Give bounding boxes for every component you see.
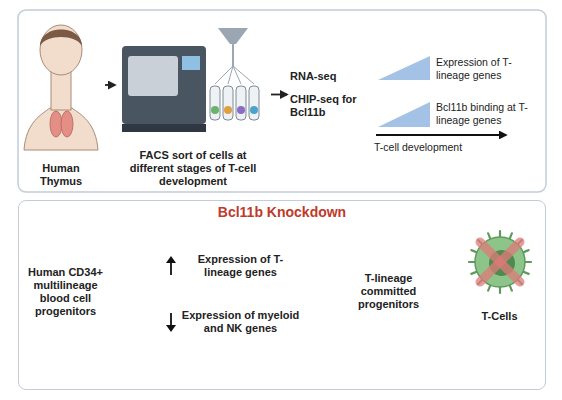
node-label: RNA-seq [290,70,366,83]
collection-tube [210,86,220,120]
node-label: FACS sort of cells at different stages o… [118,149,268,188]
sorter-body [122,46,206,124]
cross-stroke [480,242,520,282]
text-node: T-lineage committed progenitors [350,272,428,311]
illustrated-node: T-Cells [458,228,542,325]
cell-body [475,237,525,287]
cell-dot [237,106,245,114]
illustrated-node: Human Thymus [20,22,102,190]
stream [232,44,234,66]
arrow-stem [170,313,172,326]
binding-wedge [378,102,430,127]
sort-line [233,66,241,84]
text-node: Human CD34+ multilineage blood cell prog… [24,266,108,318]
node-label: T-Cells [458,310,542,323]
funnel [218,28,248,44]
sorter-screen [182,56,200,70]
node-label: T-lineage committed progenitors [350,272,428,311]
development-arrow [376,134,506,136]
thymus-lobe [50,111,62,137]
t-cell [469,231,531,293]
cell-dot [211,106,219,114]
hair [40,30,82,47]
head [40,25,82,75]
node-label: Expression of T-lineage genes [182,253,300,279]
panel-box: Bcl11b KnockdownHuman CD34+ multilineage… [18,200,546,390]
thymus-lobe [61,111,73,137]
collection-tube [236,86,246,120]
axis-label: T-cell development [374,141,524,154]
top-panel [18,10,546,192]
illustrated-node: FACS sort of cells at different stages o… [118,22,268,190]
sort-line [215,66,233,84]
shoulders [24,108,98,150]
flow-arrow [105,84,115,86]
node-label: Expression of myeloid and NK genes [182,309,300,335]
up-arrow-symbol [164,256,178,276]
sorter-base [122,124,206,132]
sort-line [233,66,254,84]
node-label: Human Thymus [20,162,102,188]
node-label: Human CD34+ multilineage blood cell prog… [24,266,108,318]
panel-heading: Bcl11b Knockdown [19,204,545,221]
effect-node: Expression of T-lineage genes [162,250,304,282]
down-arrow-symbol [164,312,178,332]
cell-dot [250,106,258,114]
arrow-head [166,325,176,332]
arrow-stem [170,262,172,275]
text-node: RNA-seqCHIP-seq for Bcl11b [290,70,366,119]
sorter-front [128,56,178,96]
sort-line [228,66,233,84]
cell-dot [224,106,232,114]
node-label: CHIP-seq for Bcl11b [290,93,366,119]
trend-label: Expression of T-lineage genes [436,56,542,81]
collection-tube [249,86,259,120]
expression-wedge [378,56,430,80]
flow-arrow [271,94,287,96]
collection-tube [223,86,233,120]
trend-label: Bcl11b binding at T-lineage genes [436,101,542,126]
effect-node: Expression of myeloid and NK genes [162,306,304,338]
arrow-head [166,256,176,263]
cross-stroke [480,242,520,282]
